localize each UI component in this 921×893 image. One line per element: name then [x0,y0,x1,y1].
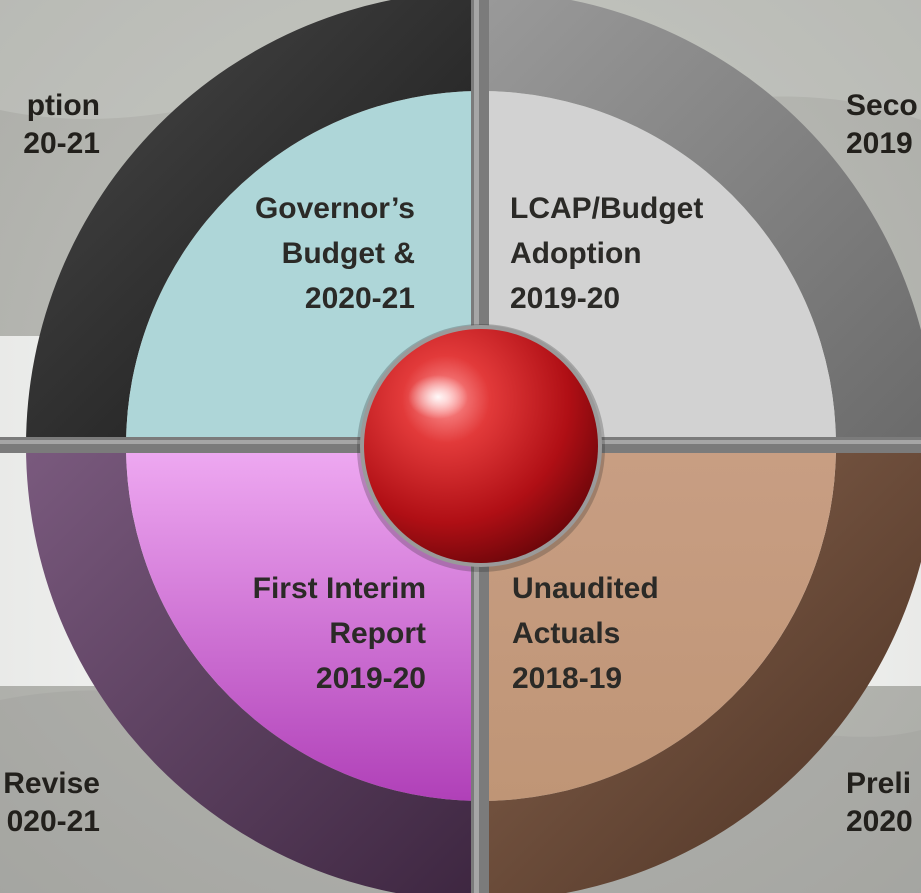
outer-label-bottom-left: Revise 020-21 [0,765,100,841]
ring-segment-bottom-right [481,446,921,893]
quadrant-label-line: 2019-20 [510,282,621,315]
quadrant-bottom-left [126,446,481,801]
outer-label-line: 20-21 [23,127,100,160]
hub-highlight [408,375,468,419]
quadrant-label-unaudited-actuals: Unaudited Actuals 2018-19 [512,566,752,701]
ring-segment-top-left [26,0,481,446]
quadrant-label-line: 2020-21 [304,282,415,315]
quadrant-bottom-right [481,446,836,801]
outer-label-line: Revise [3,767,100,800]
quadrant-label-line: 2019-20 [315,662,426,695]
quadrant-top-right [481,91,836,446]
quadrant-label-line: Actuals [512,617,621,650]
outer-label-top-right: Seco 2019 [846,87,918,163]
ring-segment-bottom-left [26,446,481,893]
ring-segment-top-right [481,0,921,446]
quadrant-label-line: 2018-19 [512,662,623,695]
outer-label-line: Seco [846,89,918,122]
hub-sphere [364,329,598,563]
outer-label-line: Preli [846,767,912,800]
quadrant-top-left [126,91,481,446]
quadrant-label-governors-budget: Governor’s Budget & 2020-21 [190,186,415,321]
outer-label-line: 2020 [846,805,913,838]
quadrant-label-line: Adoption [510,237,642,270]
outer-label-top-left: ption 20-21 [0,87,100,163]
quadrant-label-line: Unaudited [512,572,659,605]
quadrant-label-line: Governor’s [254,192,415,225]
quadrant-label-first-interim-report: First Interim Report 2019-20 [190,566,426,701]
outer-label-line: 020-21 [6,805,100,838]
quadrant-label-line: Report [329,617,426,650]
quadrant-label-line: Budget & [281,237,415,270]
quadrant-label-lcap-budget-adoption: LCAP/Budget Adoption 2019-20 [510,186,750,321]
outer-label-bottom-right: Preli 2020 [846,765,913,841]
quadrant-label-line: LCAP/Budget [510,192,704,225]
quadrant-label-line: First Interim [252,572,426,605]
outer-label-line: ption [26,89,100,122]
outer-label-line: 2019 [846,127,913,160]
